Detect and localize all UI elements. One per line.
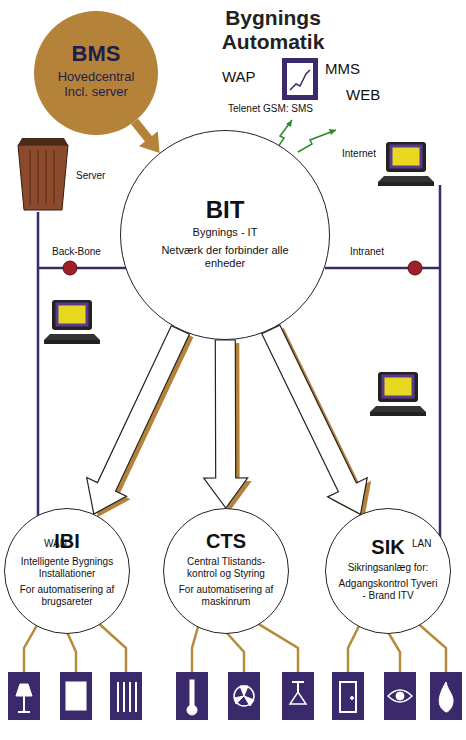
- connector-arrow: [204, 340, 252, 511]
- network-label: Internet: [342, 148, 376, 159]
- text-stack: CTS Central Tlistands- kontrol og Styring…: [176, 530, 276, 612]
- node-text: Central Tlistands- kontrol og Styring: [176, 556, 276, 579]
- text-stack: BMS Hovedcentral Incl. server: [48, 41, 144, 104]
- node-heading: BMS: [48, 41, 144, 66]
- connector-arrow: [87, 326, 194, 517]
- network-label: WAN: [44, 538, 67, 549]
- computer-icon: [370, 372, 426, 416]
- node-text: Bygnings - IT: [160, 226, 290, 239]
- node-text: Netværk der forbinder alle enheder: [160, 244, 290, 269]
- connector-arrow: [131, 119, 160, 153]
- connector-arrow: [262, 325, 371, 517]
- protocol-label: MMS: [325, 60, 360, 77]
- node-text: Hovedcentral Incl. server: [48, 70, 144, 100]
- backbone-node: [63, 261, 77, 275]
- system-circle: IBI Intelligente Bygnings InstallationerF…: [4, 508, 130, 634]
- device-label: Server: [76, 170, 105, 181]
- diagram-title: Bygnings Automatik: [208, 6, 338, 54]
- network-circle: BIT Bygnings - IT Netværk der forbinder al…: [120, 130, 330, 340]
- network-label: Intranet: [350, 246, 384, 257]
- intranet-node: [408, 261, 422, 275]
- node-heading: BIT: [160, 196, 290, 224]
- system-circle: CTS Central Tlistands- kontrol og Styring…: [163, 508, 289, 634]
- bolt-head: [286, 120, 292, 127]
- arrow-body: [262, 325, 367, 514]
- node-text: For automatisering af maskinrum: [176, 584, 276, 607]
- wireless-bolt: [276, 120, 336, 152]
- node-text: Intelligente Bygnings Installationer: [17, 556, 117, 579]
- computer-icon: [378, 142, 434, 186]
- mobile-device: [282, 58, 318, 100]
- network-label: LAN: [412, 538, 431, 549]
- node-text: Adgangskontrol Tyveri - Brand ITV: [338, 578, 438, 601]
- protocol-label: WEB: [346, 86, 380, 103]
- protocol-label: WAP: [222, 68, 256, 85]
- node-text: For automatisering af brugsareter: [17, 584, 117, 607]
- node-text: Sikringsanlæg for:: [338, 562, 438, 574]
- bolt-head: [329, 129, 336, 135]
- node-heading: IBI: [17, 530, 117, 553]
- system-circle: SIKSikringsanlæg for:Adgangskontrol Tyve…: [325, 508, 451, 634]
- arrow-body: [87, 326, 190, 514]
- node-heading: CTS: [176, 530, 276, 553]
- network-label: Telenet GSM: SMS: [228, 103, 313, 114]
- text-stack: BIT Bygnings - IT Netværk der forbinder al…: [160, 196, 290, 275]
- server-tower: [18, 138, 68, 210]
- hub-circle: BMS Hovedcentral Incl. server: [34, 11, 158, 135]
- computer-icon: [44, 300, 100, 344]
- field-devices: [8, 672, 462, 720]
- network-label: Back-Bone: [52, 246, 101, 257]
- arrow-body: [204, 340, 248, 508]
- arrow-body: [131, 119, 160, 153]
- text-stack: IBI Intelligente Bygnings InstallationerF…: [17, 530, 117, 612]
